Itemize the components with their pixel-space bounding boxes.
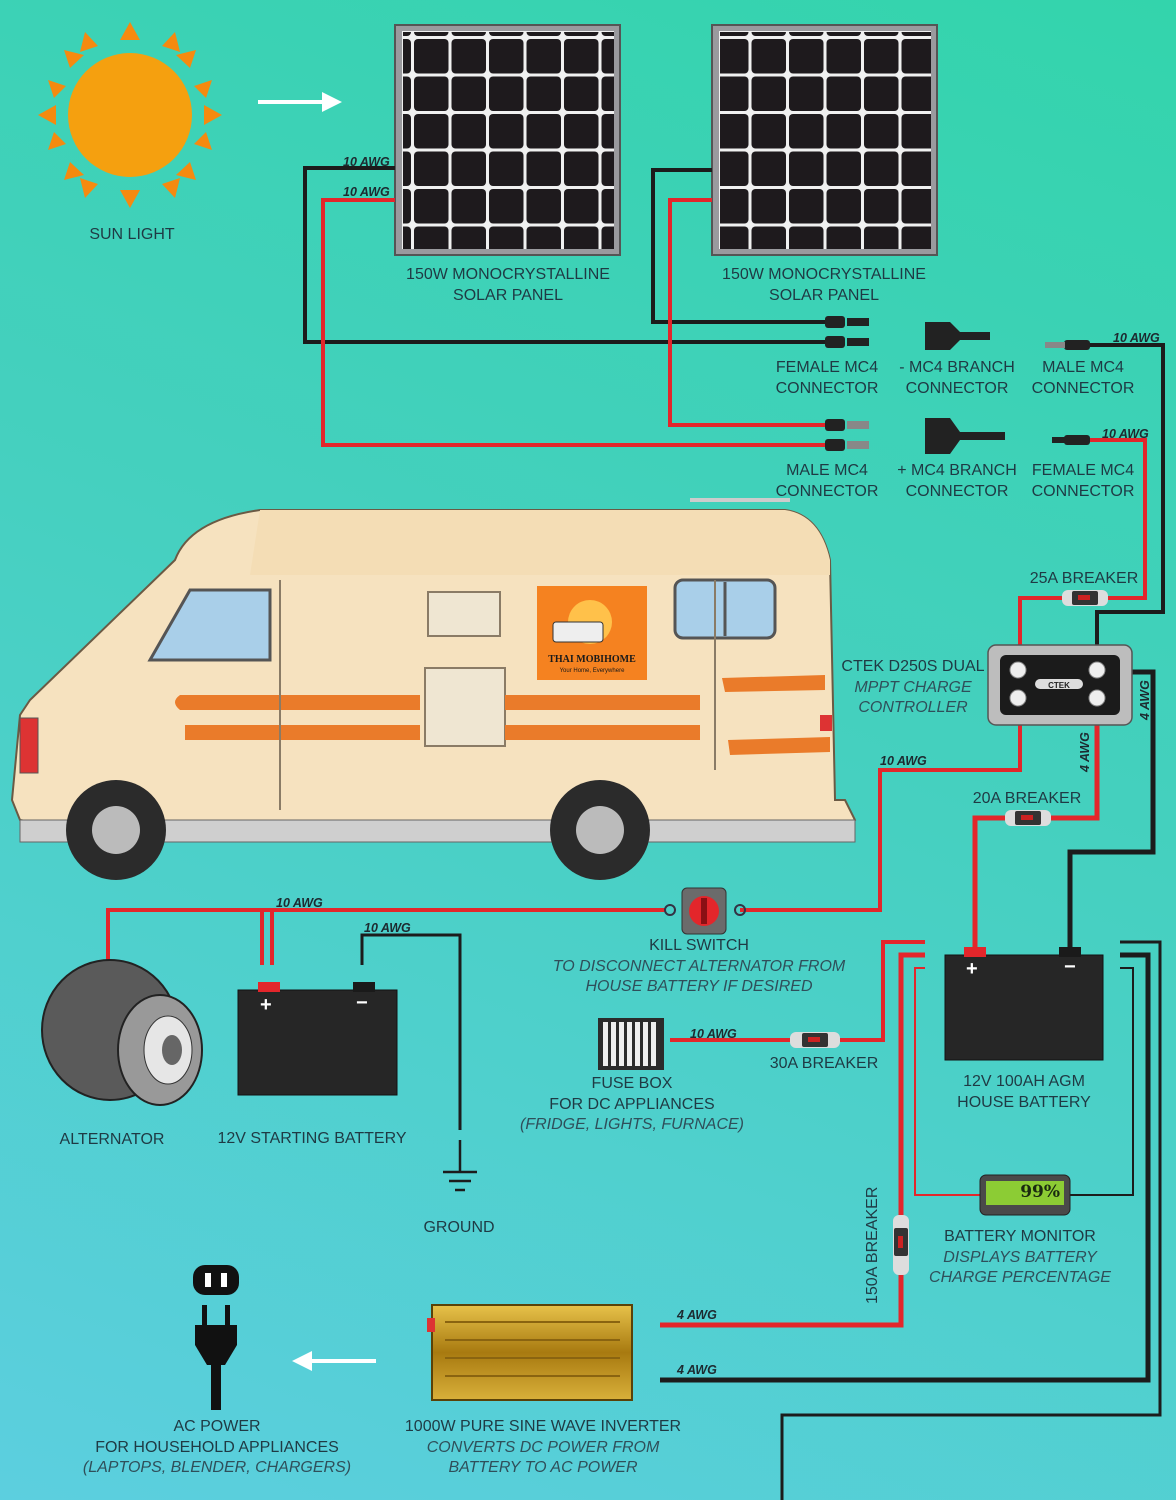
awg-label: 10 AWG [343,185,390,199]
ctek-to-house-negative-wire [1067,669,1156,950]
arrow-right-icon [258,92,342,112]
awg-label: 10 AWG [343,155,390,169]
sun-light-label: SUN LIGHT [89,226,175,243]
breaker-25a-label: 25A BREAKER [1029,570,1139,587]
breaker-150a-label: 150A BREAKER [864,1186,881,1304]
breaker-150a-icon [893,1215,909,1275]
starting-battery-minus: − [356,992,368,1014]
breaker-20a-icon [1005,810,1051,826]
breaker-20a-label: 20A BREAKER [972,790,1082,807]
panel1-positive-wire [321,198,825,447]
svg-text:THAI MOBIHOME: THAI MOBIHOME [548,654,636,665]
van-illustration [10,498,857,880]
ctek-charge-controller-icon: CTEK [987,644,1133,726]
alternator-wire [106,908,665,960]
arrow-left-icon [292,1351,376,1371]
inverter-positive-wire [660,952,925,1328]
breaker-25a-icon [1062,590,1108,606]
alternator-icon [41,959,203,1106]
battery-monitor-icon [979,1174,1071,1216]
fuse-box-wire [670,940,925,1042]
inverter-negative-wire [660,952,1151,1383]
awg-label: 10 AWG [1113,331,1160,345]
sun-icon [38,22,222,208]
monitor-negative-wire [1070,967,1134,1196]
starting-battery-plus: + [260,994,272,1016]
starting-battery-icon [237,982,398,1096]
house-battery-icon [944,947,1104,1061]
house-battery-minus: − [1064,956,1076,978]
inverter-icon [427,1304,633,1401]
battery-monitor-display: 99% [1020,1182,1060,1202]
ctek-to-kill-switch-wire [740,722,1022,912]
awg-label: 4 AWG [677,1308,717,1322]
svg-text:Your Home, Everywhere: Your Home, Everywhere [560,668,625,674]
starter-ground-wire [360,933,462,1130]
solar-panel-1 [394,24,628,257]
svg-text:CTEK: CTEK [1048,681,1070,690]
awg-label: 4 AWG [1138,680,1152,720]
panel1-negative-wire [303,166,825,344]
awg-label: 10 AWG [364,921,411,935]
awg-label: 4 AWG [677,1363,717,1377]
kill-switch-icon [664,887,746,935]
awg-label: 10 AWG [880,754,927,768]
starting-battery-label: 12V STARTING BATTERY [217,1130,407,1147]
solar-panel-2 [711,24,945,257]
panel2-negative-wire [651,168,825,324]
awg-label: 10 AWG [690,1027,737,1041]
house-battery-plus: + [966,958,978,980]
fuse-box-icon [598,1018,664,1070]
ac-ground-wire [780,940,1162,1500]
breaker-30a-icon [790,1032,840,1048]
alternator-label: ALTERNATOR [59,1131,165,1148]
mc4-connectors [825,316,1090,454]
panel2-positive-wire [668,198,825,427]
awg-label: 10 AWG [1102,427,1149,441]
awg-label: 10 AWG [276,896,323,910]
awg-label: 4 AWG [1078,732,1092,772]
breaker-30a-label: 30A BREAKER [769,1055,879,1072]
ground-icon [443,1140,477,1192]
mc4-negative-out-wire [1090,343,1165,650]
ground-label: GROUND [423,1219,495,1236]
monitor-positive-wire [914,967,980,1196]
ac-plug-icon [193,1265,239,1410]
thai-mobihome-logo: THAI MOBIHOME Your Home, Everywhere [537,586,647,680]
mc4-positive-out-wire [1018,438,1147,650]
